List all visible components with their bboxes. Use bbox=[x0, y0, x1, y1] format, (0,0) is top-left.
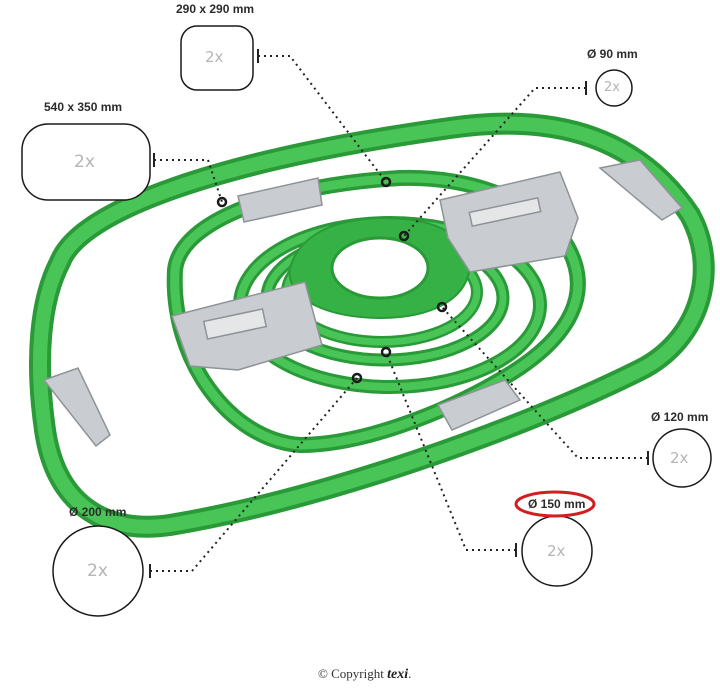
qty-290: 2x bbox=[205, 48, 224, 66]
hoop-540x350 bbox=[29, 112, 715, 538]
qty-90: 2x bbox=[604, 80, 620, 95]
copyright-notice: © Copyright texi. bbox=[318, 666, 411, 683]
label-540: 540 x 350 mm bbox=[44, 100, 123, 114]
leader-anchors bbox=[216, 176, 448, 384]
qty-200: 2x bbox=[87, 561, 108, 581]
qty-120: 2x bbox=[670, 449, 689, 467]
callout-90-circle bbox=[595, 69, 633, 107]
brand-logo-text: texi bbox=[387, 667, 409, 682]
copyright-prefix: © Copyright bbox=[318, 666, 388, 681]
hoop-90 bbox=[288, 216, 472, 320]
qty-540: 2x bbox=[74, 152, 95, 172]
highlight-oval bbox=[514, 490, 596, 518]
callout-120-circle bbox=[652, 428, 712, 488]
label-90: Ø 90 mm bbox=[587, 47, 638, 61]
leader-lines bbox=[150, 55, 648, 572]
callout-shapes bbox=[21, 25, 712, 617]
callout-540-box bbox=[21, 123, 151, 201]
metal-brackets bbox=[42, 159, 684, 448]
callout-200-circle bbox=[52, 525, 144, 617]
copyright-suffix: . bbox=[408, 666, 412, 681]
label-290: 290 x 290 mm bbox=[176, 2, 255, 16]
qty-150: 2x bbox=[547, 542, 566, 560]
callout-290-box bbox=[180, 25, 254, 91]
label-150: Ø 150 mm bbox=[528, 497, 586, 511]
hoop-290x290 bbox=[166, 169, 586, 454]
label-120: Ø 120 mm bbox=[651, 410, 709, 424]
leader-endcaps bbox=[149, 49, 649, 578]
label-200: Ø 200 mm bbox=[69, 505, 127, 519]
